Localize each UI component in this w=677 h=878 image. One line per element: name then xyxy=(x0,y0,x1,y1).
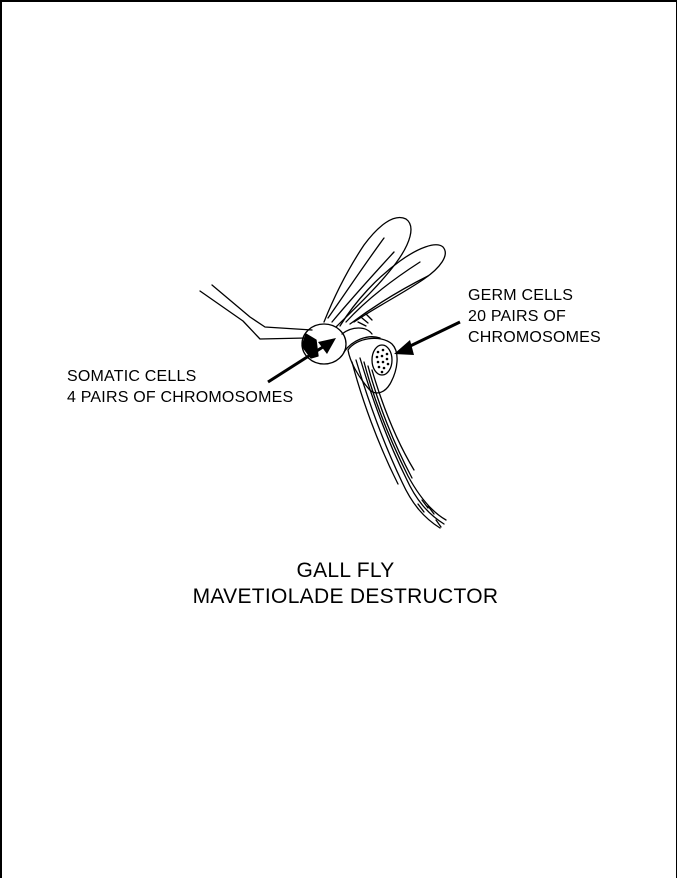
caption-subtitle: MAVETIOLADE DESTRUCTOR xyxy=(7,584,677,610)
fly-abdomen xyxy=(348,338,397,393)
caption-title: GALL FLY xyxy=(7,558,677,584)
wing-back xyxy=(324,218,411,327)
germ-cells-arrow xyxy=(394,322,460,355)
germ-cells-label-line-1: GERM CELLS xyxy=(468,285,601,306)
germ-cells-label-line-3: CHROMOSOMES xyxy=(468,327,601,348)
somatic-cells-label-line-1: SOMATIC CELLS xyxy=(67,366,293,387)
somatic-cells-label-line-2: 4 PAIRS OF CHROMOSOMES xyxy=(67,387,293,408)
antenna-lines xyxy=(200,285,312,339)
somatic-cells-label: SOMATIC CELLS 4 PAIRS OF CHROMOSOMES xyxy=(67,366,293,408)
germ-cells-label-line-2: 20 PAIRS OF xyxy=(468,306,601,327)
fly-legs xyxy=(352,358,446,528)
germ-cells-label: GERM CELLS 20 PAIRS OF CHROMOSOMES xyxy=(468,285,601,348)
germ-cell-dots xyxy=(376,349,390,374)
